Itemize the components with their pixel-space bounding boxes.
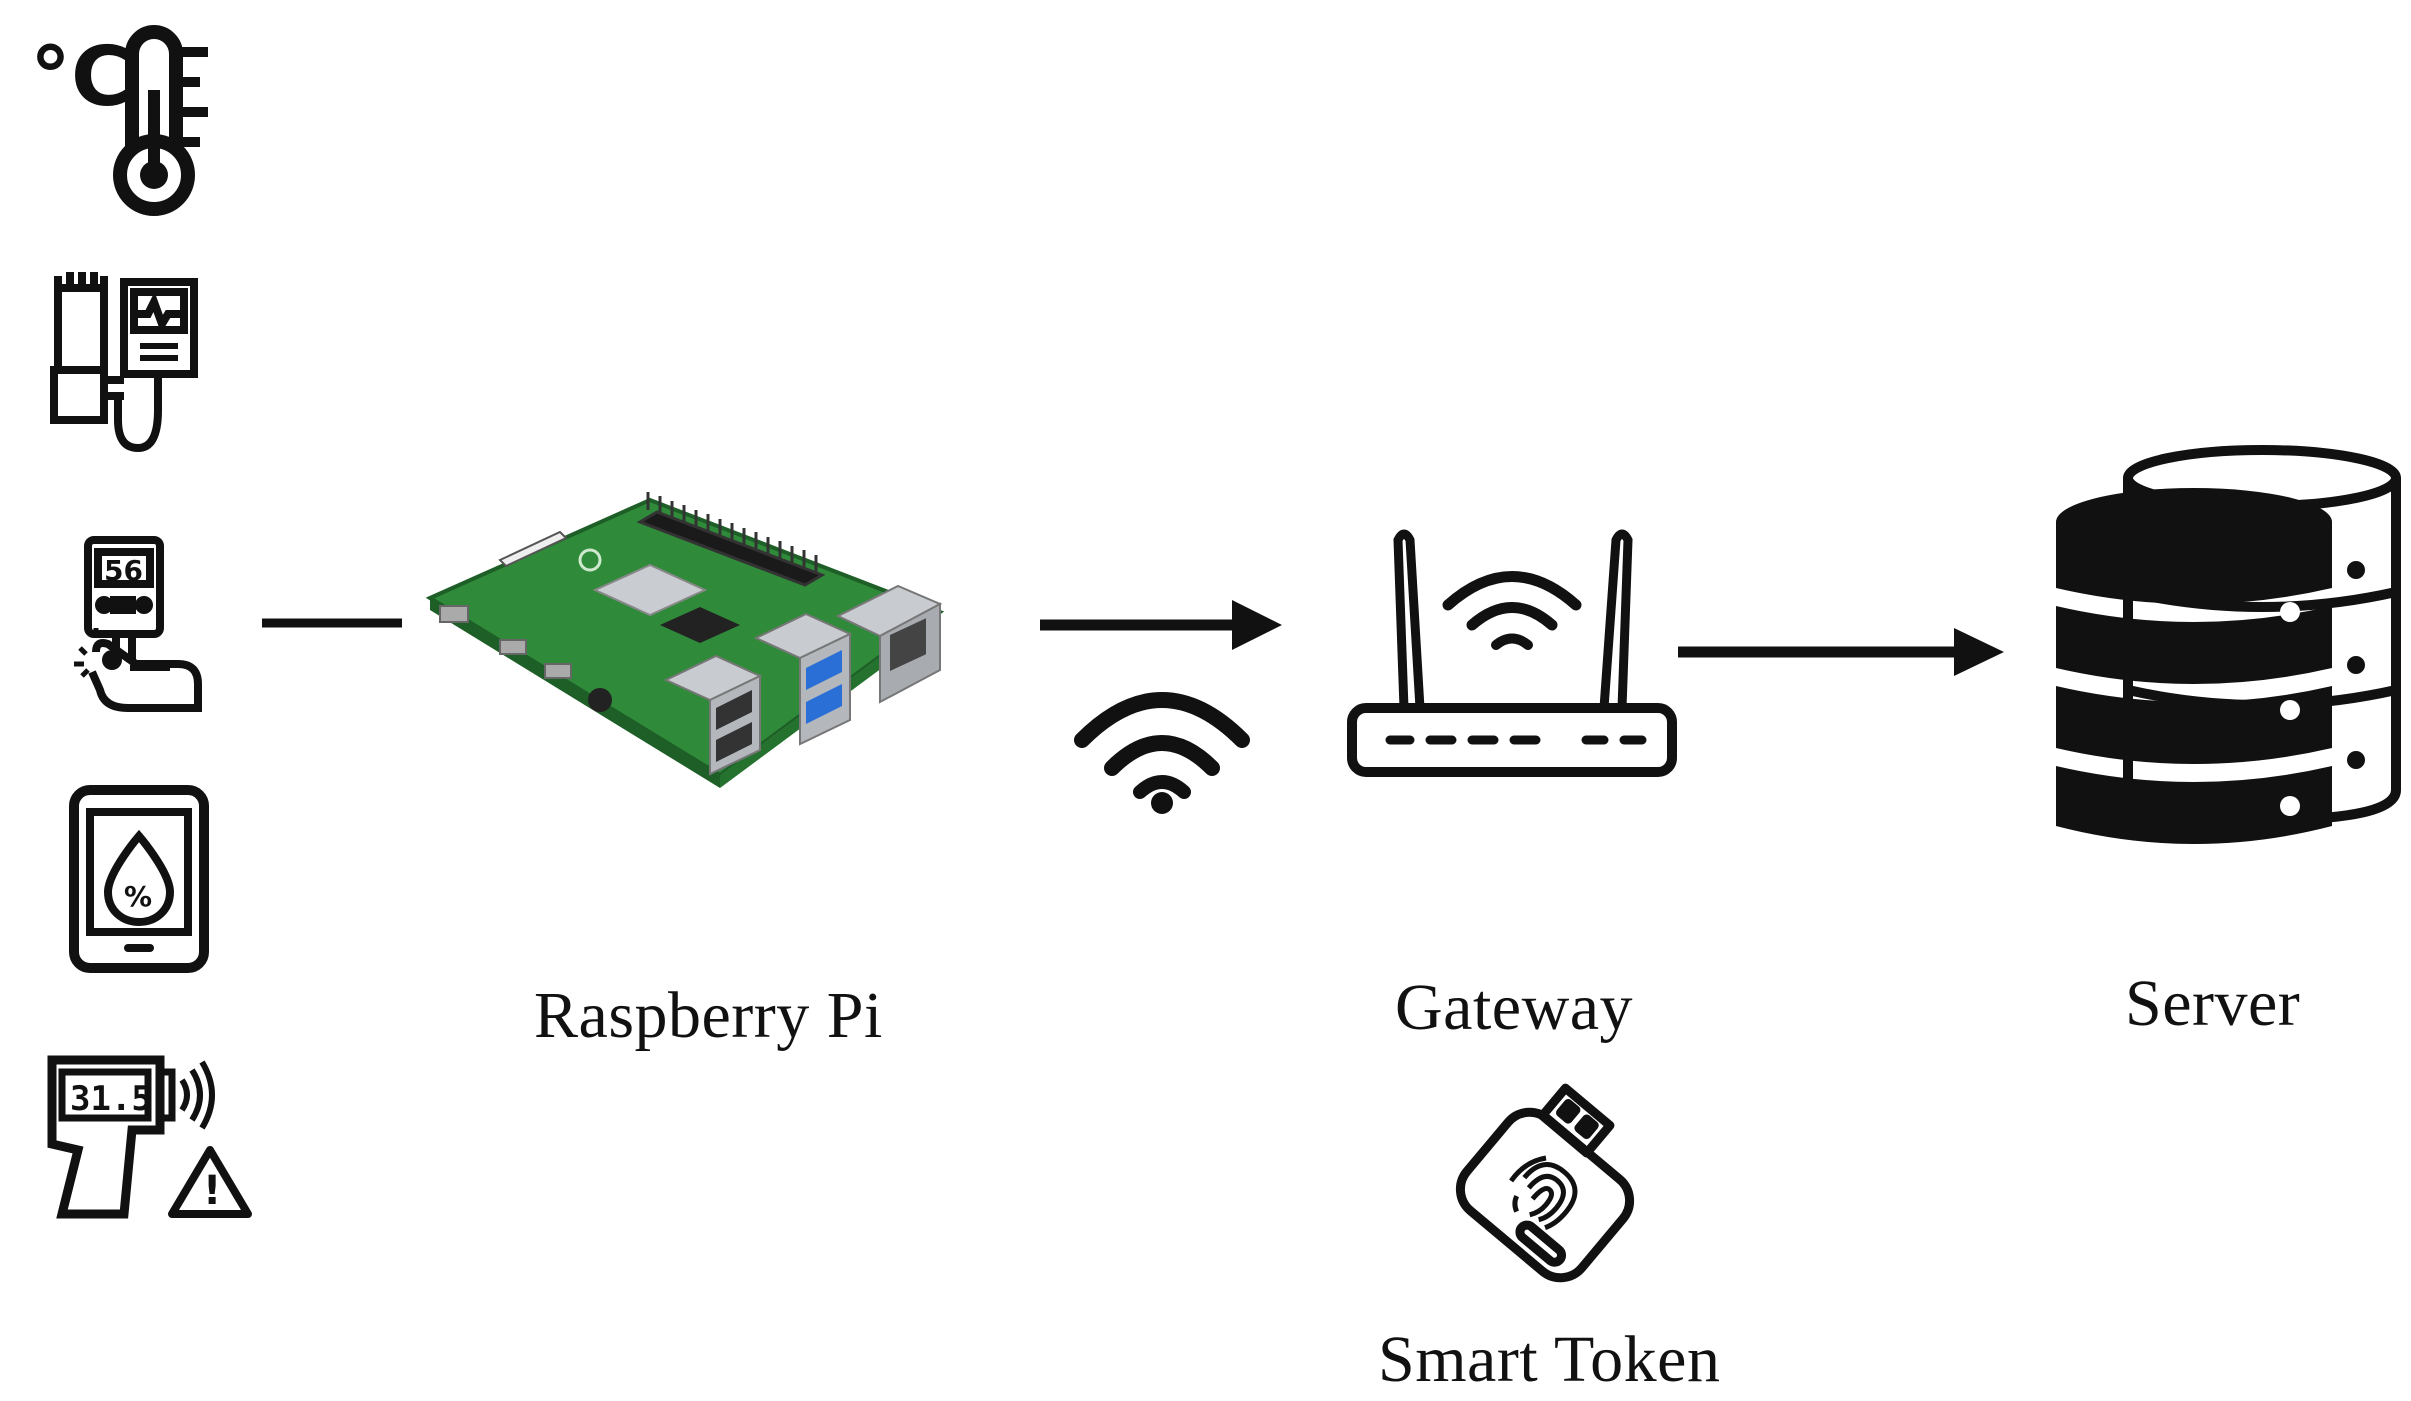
humidity-symbol: % xyxy=(124,880,152,913)
thermal-gun-reading: 31.5 xyxy=(70,1079,152,1119)
thermometer-unit-text: °C xyxy=(30,30,131,125)
warning-symbol: ! xyxy=(203,1168,221,1214)
server-label: Server xyxy=(2125,967,2301,1040)
gateway-label: Gateway xyxy=(1395,971,1634,1044)
thermometer-icon: °C xyxy=(30,25,208,216)
glucose-reading: 56 xyxy=(104,554,143,587)
wifi-icon xyxy=(1074,692,1250,814)
gateway-to-server-arrow xyxy=(1678,628,2004,676)
raspberry-pi-board-icon xyxy=(425,492,945,788)
glucose-meter-icon: 56 xyxy=(74,536,202,712)
router-icon xyxy=(1347,529,1677,777)
database-server-icon xyxy=(2056,445,2401,844)
smart-token-label: Smart Token xyxy=(1378,1323,1721,1396)
infrared-thermometer-icon: 31.5 ! xyxy=(47,1055,252,1219)
raspberry-pi-label: Raspberry Pi xyxy=(534,979,883,1052)
blood-pressure-monitor-icon xyxy=(50,272,198,453)
fingerprint-usb-token-icon xyxy=(1455,1083,1635,1283)
humidity-tablet-icon: % xyxy=(69,785,209,973)
pi-to-gateway-arrow xyxy=(1040,600,1282,650)
